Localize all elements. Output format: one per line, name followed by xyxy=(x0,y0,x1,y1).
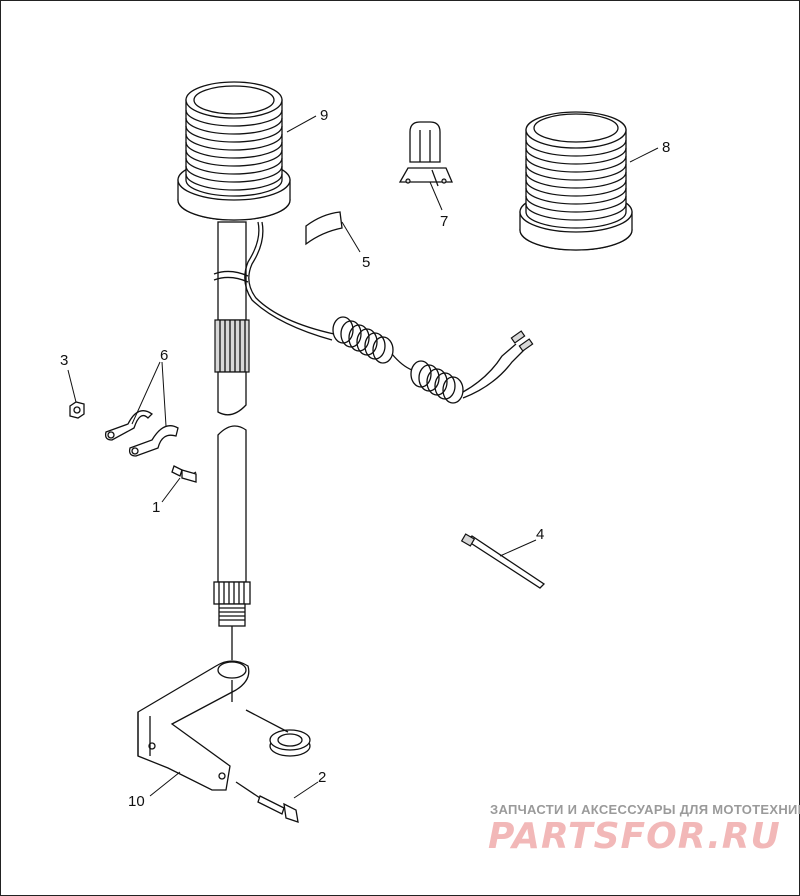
part-8-lens xyxy=(519,111,633,251)
callout-10: 10 xyxy=(128,793,145,810)
callout-1: 1 xyxy=(152,499,160,516)
callout-9: 9 xyxy=(320,107,328,124)
callout-5: 5 xyxy=(362,254,370,271)
callout-3: 3 xyxy=(60,352,68,369)
leader-lines xyxy=(67,115,659,799)
callout-4: 4 xyxy=(536,526,544,543)
callout-6: 6 xyxy=(160,347,168,364)
part-7-bulb xyxy=(398,121,453,187)
part-9-beacon-lamp xyxy=(177,81,291,221)
part-3-nut xyxy=(69,401,85,419)
beacon-pole xyxy=(213,221,251,660)
part-4-cable-tie xyxy=(460,533,546,589)
part-1-bolt xyxy=(171,465,197,483)
part-10-bracket xyxy=(137,660,250,791)
watermark-logo: PARTSFOR.RU xyxy=(488,816,781,857)
pole-lock-nut xyxy=(245,709,311,757)
coiled-cable xyxy=(244,221,534,404)
part-6-clamps xyxy=(104,410,179,457)
part-2-bolt xyxy=(235,781,299,823)
callout-8: 8 xyxy=(662,139,670,156)
part-5-gasket xyxy=(305,211,343,246)
callout-7: 7 xyxy=(440,213,448,230)
watermark-caption: ЗАПЧАСТИ И АКСЕССУАРЫ ДЛЯ МОТОТЕХНИКИ xyxy=(490,802,800,817)
callout-2: 2 xyxy=(318,769,326,786)
